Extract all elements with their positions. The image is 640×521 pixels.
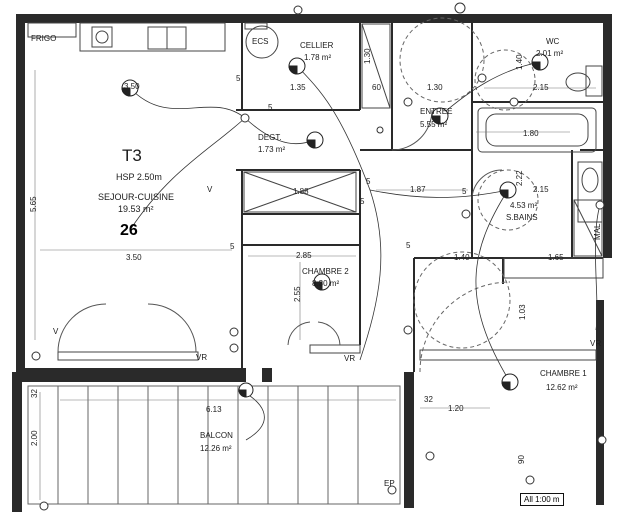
- dim-cellier-d2: 60: [372, 83, 381, 92]
- light-fixture: [431, 107, 449, 125]
- closets: [243, 23, 603, 257]
- v-label-1: V: [207, 185, 213, 194]
- vr-label-1: VR: [196, 353, 208, 362]
- vr-label-3: VR: [590, 339, 602, 348]
- basin: [577, 161, 603, 223]
- dim-chambre2-d: 2.55: [293, 286, 302, 302]
- room-area-chambre2: 8.30 m²: [312, 279, 340, 288]
- v-label-2: V: [53, 327, 59, 336]
- frigo-label: FRIGO: [31, 34, 57, 43]
- dim-five-d: 5: [366, 177, 371, 186]
- dim-entree-w: 1.30: [427, 83, 443, 92]
- door-swings: [57, 109, 503, 353]
- room-area-sejour: 19.53 m²: [118, 204, 154, 214]
- dim-sbains-w: 2.15: [533, 185, 549, 194]
- room-area-entree: 5.55 m²: [420, 120, 448, 129]
- dashed-swings: [399, 17, 539, 373]
- dim-balcon-w: 6.13: [206, 405, 222, 414]
- dim-chambre1-d2: 90: [517, 455, 526, 464]
- dim-balcon-d: 2.00: [30, 430, 39, 446]
- electrical-wiring: [129, 61, 601, 441]
- toilet: [565, 65, 603, 97]
- room-name-sejour: SEJOUR-CUISINE: [98, 192, 175, 202]
- dim-sejour-height: 5.65: [29, 196, 38, 212]
- ecs-tank: [245, 25, 279, 59]
- room-name-chambre1: CHAMBRE 1: [540, 369, 587, 378]
- light-fixture: [531, 53, 549, 71]
- light-fixture: [238, 382, 254, 398]
- scale-box: All 1:00 m: [520, 493, 564, 506]
- mal-label: MAL: [593, 223, 602, 240]
- light-fixtures: [121, 53, 549, 398]
- dim-five-f: 5: [462, 187, 467, 196]
- room-name-entree: ENTREE: [420, 107, 453, 116]
- room-area-chambre1: 12.62 m²: [546, 383, 578, 392]
- window-frames: [27, 22, 604, 361]
- dim-bath-w: 1.80: [523, 129, 539, 138]
- outer-walls: [12, 14, 612, 512]
- room-name-chambre2: CHAMBRE 2: [302, 267, 349, 276]
- room-area-balcon: 12.26 m²: [200, 444, 232, 453]
- balcony-railing: [27, 385, 401, 505]
- dim-hall-w: 1.87: [410, 185, 426, 194]
- room-name-wc: WC: [546, 37, 560, 46]
- ceiling-height-label: HSP 2.50m: [116, 172, 162, 182]
- light-fixture: [288, 57, 306, 75]
- bathtub: [477, 107, 597, 153]
- outlets: [31, 2, 607, 511]
- dim-cellier-d1: 1.30: [363, 48, 372, 64]
- unit-type-label: T3: [122, 146, 142, 165]
- vr-label-2: VR: [344, 354, 356, 363]
- dim-wc-w: 2.15: [533, 83, 549, 92]
- dim-chambre1-w: 1.20: [448, 404, 464, 413]
- badge-number: 26: [120, 222, 138, 239]
- ecs-label: ECS: [252, 37, 269, 46]
- dim-chambre2-w: 2.85: [296, 251, 312, 260]
- dim-closet-w: 1.88: [293, 187, 309, 196]
- room-name-balcon: BALCON: [200, 431, 233, 440]
- light-fixture: [121, 79, 139, 97]
- dim-five-c: 5: [230, 242, 235, 251]
- light-fixture: [313, 273, 331, 291]
- room-area-wc: 2.01 m²: [536, 49, 564, 58]
- dim-chambre1-d: 1.03: [518, 304, 527, 320]
- room-name-sbains: S.BAINS: [506, 213, 538, 222]
- room-name-degt: DEGT.: [258, 133, 282, 142]
- light-fixture: [501, 373, 519, 391]
- light-fixture: [306, 131, 324, 149]
- dim-five-b: 5: [268, 103, 273, 112]
- light-fixture: [499, 181, 517, 199]
- kitchen-counter: [79, 22, 226, 52]
- dim-sejour-ceiling-fixture: 3.50: [124, 82, 140, 91]
- dimension-lines: [34, 70, 596, 500]
- dim-wc-d: 1.40: [515, 54, 524, 70]
- dim-balcon-edge: 32: [30, 389, 39, 398]
- dim-cellier-w: 1.35: [290, 83, 306, 92]
- room-name-cellier: CELLIER: [300, 41, 334, 50]
- dim-sbains-w2: 1.40: [454, 253, 470, 262]
- dim-five-g: 5: [360, 197, 365, 206]
- dim-sbains-d: 2.22: [515, 170, 524, 186]
- room-area-sbains: 4.53 m²: [510, 201, 538, 210]
- dim-sejour-width: 3.50: [126, 253, 142, 262]
- dim-sbains-w3: 1.65: [548, 253, 564, 262]
- ep-label: EP: [384, 479, 395, 488]
- dim-balcon-edge-2: 32: [424, 395, 433, 404]
- interior-walls: [236, 23, 603, 372]
- dim-five-e: 5: [406, 241, 411, 250]
- dim-five-a: 5: [236, 74, 241, 83]
- room-area-degt: 1.73 m²: [258, 145, 286, 154]
- room-area-cellier: 1.78 m²: [304, 53, 332, 62]
